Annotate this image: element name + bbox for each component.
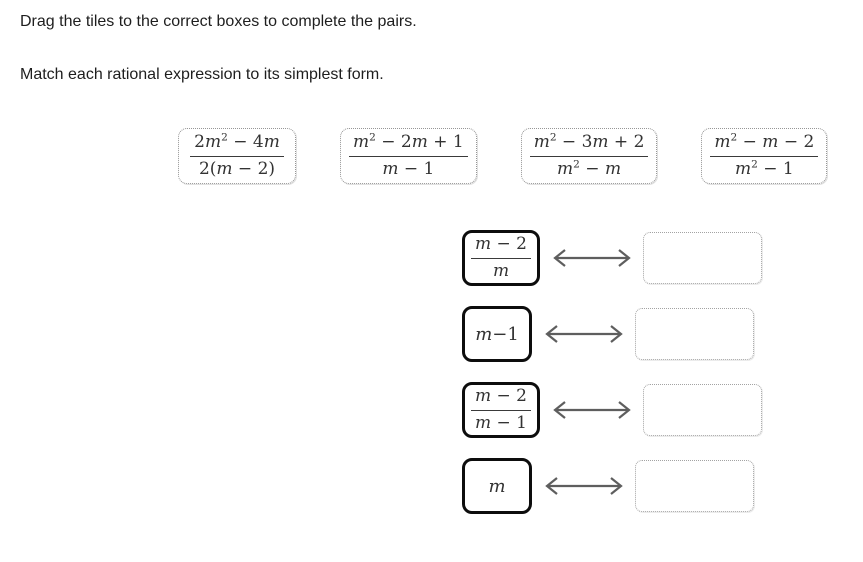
pair-label-tile-3: m − 2 m − 1 xyxy=(462,382,540,438)
double-arrow-icon xyxy=(553,249,631,267)
numerator: m2 − m − 2 xyxy=(710,132,819,157)
tile-expression-2[interactable]: m2 − 2m + 1 m − 1 xyxy=(340,128,477,184)
denominator: m − 1 xyxy=(382,158,435,179)
denominator: m − 1 xyxy=(475,412,527,433)
denominator: m2 − 1 xyxy=(735,157,794,179)
fraction: m − 2 m − 1 xyxy=(471,386,531,434)
double-arrow-icon xyxy=(553,401,631,419)
tile-bank: 2m2 − 4m 2(m − 2) m2 − 2m + 1 m − 1 m2 −… xyxy=(178,128,828,184)
denominator: m2 − m xyxy=(557,157,622,179)
fraction: 2m2 − 4m 2(m − 2) xyxy=(190,132,284,180)
fraction: m − 2 m xyxy=(471,234,531,282)
double-arrow-icon xyxy=(545,477,623,495)
denominator: m xyxy=(492,260,510,281)
numerator: 2m2 − 4m xyxy=(190,132,284,157)
instruction-drag-hint: Drag the tiles to the correct boxes to c… xyxy=(20,13,417,30)
tile-expression-1[interactable]: 2m2 − 4m 2(m − 2) xyxy=(178,128,296,184)
answer-drop-box-4[interactable] xyxy=(635,460,754,512)
fraction: m2 − 2m + 1 m − 1 xyxy=(349,132,468,180)
fraction: m2 − m − 2 m2 − 1 xyxy=(710,132,819,180)
numerator: m − 2 xyxy=(471,386,531,411)
answer-drop-box-1[interactable] xyxy=(643,232,762,284)
pair-row-3: m − 2 m − 1 xyxy=(462,382,762,438)
fraction: m2 − 3m + 2 m2 − m xyxy=(529,132,649,180)
expression: m xyxy=(488,475,506,497)
pair-row-2: m−1 xyxy=(462,306,754,362)
pair-label-tile-1: m − 2 m xyxy=(462,230,540,286)
pair-row-1: m − 2 m xyxy=(462,230,762,286)
denominator: 2(m − 2) xyxy=(198,158,276,179)
pair-label-tile-4: m xyxy=(462,458,532,514)
tile-expression-3[interactable]: m2 − 3m + 2 m2 − m xyxy=(520,128,658,184)
answer-drop-box-2[interactable] xyxy=(635,308,754,360)
pair-label-tile-2: m−1 xyxy=(462,306,532,362)
answer-drop-box-3[interactable] xyxy=(643,384,762,436)
double-arrow-icon xyxy=(545,325,623,343)
numerator: m2 − 3m + 2 xyxy=(529,132,649,157)
numerator: m − 2 xyxy=(471,234,531,259)
numerator: m2 − 2m + 1 xyxy=(349,132,468,157)
pair-row-4: m xyxy=(462,458,754,514)
instruction-task: Match each rational expression to its si… xyxy=(20,66,384,83)
expression: m−1 xyxy=(475,323,519,345)
tile-expression-4[interactable]: m2 − m − 2 m2 − 1 xyxy=(701,128,828,184)
